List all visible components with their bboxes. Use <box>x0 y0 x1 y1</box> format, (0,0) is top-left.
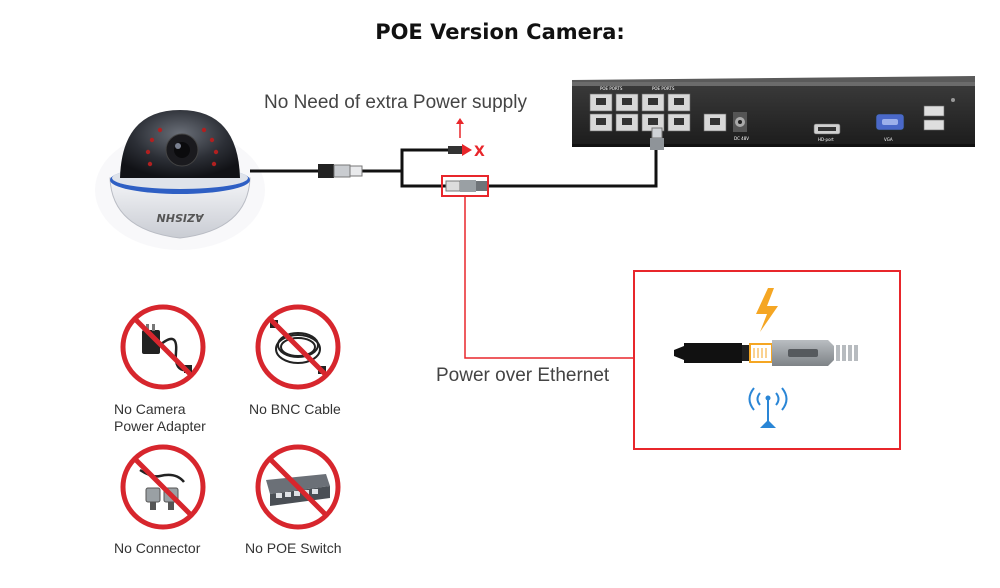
x-mark: X <box>474 144 485 160</box>
lightning-icon <box>756 288 778 332</box>
no-poe-switch-caption: No POE Switch <box>245 540 342 556</box>
dome-camera: AZISHN <box>95 110 265 250</box>
camera-brand-text: AZISHN <box>157 211 205 224</box>
rj45-plug <box>749 343 773 363</box>
cables <box>250 148 658 188</box>
page-title: POE Version Camera: <box>375 20 625 44</box>
no-power-adapter-icon <box>120 304 206 390</box>
nvr-poe-ports <box>589 93 691 132</box>
nvr-ethernet-plug <box>650 127 664 150</box>
no-extra-power-label: No Need of extra Power supply <box>264 92 527 113</box>
poe-label: Power over Ethernet <box>436 365 610 386</box>
wifi-antenna-icon <box>748 387 788 428</box>
up-arrow-icon <box>456 118 464 138</box>
cable-boot <box>684 343 742 363</box>
dc-label: DC 48V <box>734 136 749 141</box>
poe-detail-box <box>633 270 901 450</box>
rj45-connector <box>318 164 363 178</box>
poe-ethernet-connector <box>441 175 489 197</box>
nvr-recorder: POE PORTS POE PORTS DC 48V HD-port VGA <box>572 76 975 147</box>
no-connector-caption: No Connector <box>114 540 201 556</box>
hdmi-label: HD-port <box>818 137 834 142</box>
poe-ports-label-2: POE PORTS <box>652 86 675 91</box>
no-poe-switch-icon <box>255 444 341 530</box>
usb-port-1 <box>923 105 945 117</box>
usb-port-2 <box>923 119 945 131</box>
no-bnc-cable-caption: No BNC Cable <box>249 401 341 417</box>
dc-power-plug <box>448 144 472 156</box>
vga-label: VGA <box>884 137 893 142</box>
no-bnc-connector-icon <box>120 444 206 530</box>
no-bnc-cable-icon <box>255 304 341 390</box>
no-power-adapter-caption: No Camera Power Adapter <box>114 401 206 434</box>
leader-line <box>464 196 633 359</box>
poe-ports-label-1: POE PORTS <box>600 86 623 91</box>
